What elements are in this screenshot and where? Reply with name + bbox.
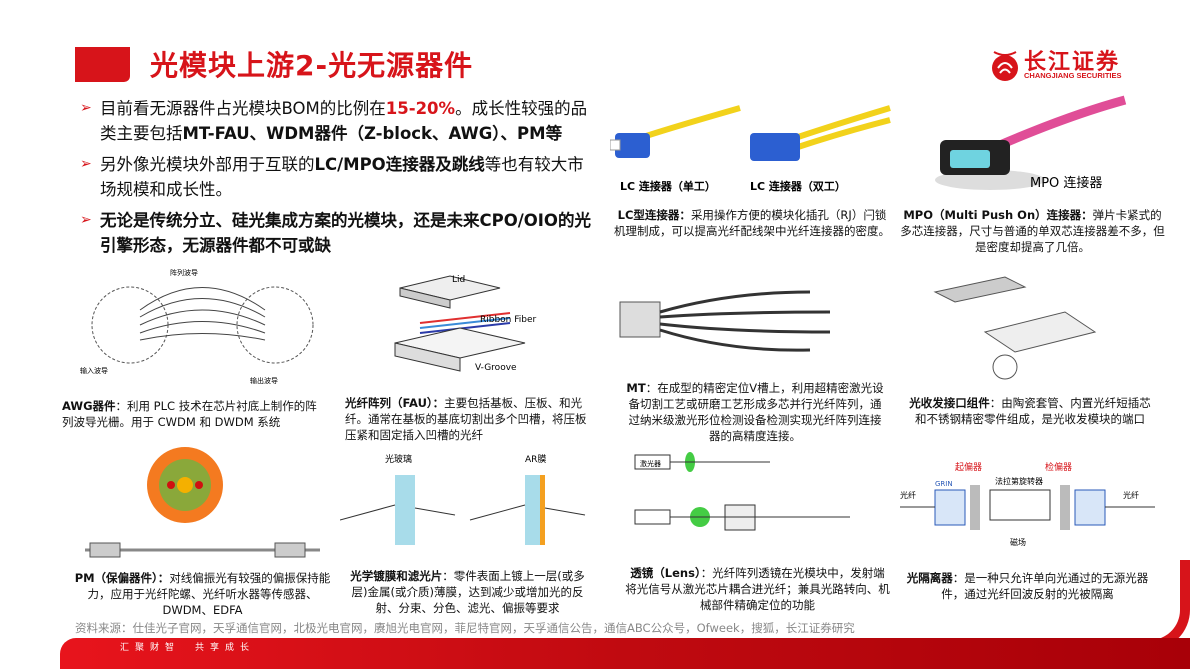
mpo-label: MPO 连接器 bbox=[1030, 175, 1102, 191]
bullet-text: 目前看无源器件占光模块BOM的比例在 bbox=[100, 99, 386, 118]
mt-caption: MT：在成型的精密定位V槽上，利用超精密激光设备切割工艺或研磨工艺形成多芯并行光… bbox=[626, 381, 884, 443]
awg-caption: AWG器件：利用 PLC 技术在芯片衬底上制作的阵列波导光栅。用于 CWDM 和… bbox=[62, 399, 317, 429]
svg-text:磁场: 磁场 bbox=[1010, 537, 1026, 547]
bullet-text: 15-20% bbox=[385, 99, 456, 118]
company-logo: 长江证券 CHANGJIANG SECURITIES bbox=[990, 44, 1130, 84]
svg-text:Lid: Lid bbox=[452, 275, 465, 285]
lc-duplex-label: LC 连接器（双工） bbox=[750, 179, 846, 193]
svg-text:V-Groove: V-Groove bbox=[475, 363, 517, 373]
svg-text:光玻璃: 光玻璃 bbox=[385, 453, 412, 465]
logo-emblem-icon bbox=[992, 51, 1018, 81]
fau-caption: 光纤阵列（FAU）：主要包括基板、压板、和光纤。通常在基板的基底切割出多个凹槽，… bbox=[345, 396, 587, 442]
logo-text: 长江证券 bbox=[1024, 50, 1121, 75]
bullet-list: 目前看无源器件占光模块BOM的比例在15-20%。成长性较强的品类主要包括MT-… bbox=[80, 96, 600, 264]
lens-diagram: 激光器 bbox=[634, 452, 850, 531]
svg-text:起偏器: 起偏器 bbox=[955, 461, 982, 473]
footer-curve bbox=[1150, 560, 1190, 650]
svg-text:Ribbon Fiber: Ribbon Fiber bbox=[480, 315, 537, 325]
svg-text:输入波导: 输入波导 bbox=[80, 366, 108, 375]
svg-text:AR膜: AR膜 bbox=[525, 454, 546, 465]
bullet-text: 无论是传统分立、硅光集成方案的光模块，还是未来CPO/OIO的光引擎形态，无源器… bbox=[100, 211, 591, 255]
bullet-text: 另外像光模块外部用于互联的 bbox=[100, 155, 315, 174]
footer-slogan-b: 共享成长 bbox=[195, 643, 256, 653]
svg-text:法拉第旋转器: 法拉第旋转器 bbox=[995, 476, 1043, 486]
bullet-text: MT-FAU、WDM器件（Z-block、AWG）、PM等 bbox=[182, 124, 563, 143]
bullet-text: 。成长性较强的品类主要包括 bbox=[100, 99, 588, 143]
page-title: 光模块上游2-光无源器件 bbox=[150, 49, 474, 82]
filter-caption: 光学镀膜和滤光片：零件表面上镀上一层(或多层)金属(或介质)薄膜，达到减少或增加… bbox=[350, 569, 585, 615]
lc-caption: LC型连接器：采用操作方便的模块化插孔（RJ）闩锁机理制成，可以提高光纤配线架中… bbox=[614, 208, 890, 238]
pm-diagram bbox=[85, 447, 320, 558]
lc-simplex-label: LC 连接器（单工） bbox=[620, 179, 716, 193]
lens-caption: 透镜（Lens）：光纤阵列透镜在光模块中，发射端将光信号从激光芯片耦合进光纤；兼… bbox=[625, 566, 890, 612]
bullet-text: 等也有较大市场规模和成长性。 bbox=[100, 155, 584, 199]
svg-text:光纤: 光纤 bbox=[1123, 490, 1139, 500]
svg-text:激光器: 激光器 bbox=[640, 459, 661, 468]
svg-text:GRIN: GRIN bbox=[935, 480, 953, 488]
footer-slogan-a: 汇聚财智 bbox=[120, 643, 181, 653]
source-note: 资料来源：仕佳光子官网，天孚通信官网，北极光电官网，赓旭光电官网，菲尼特官网，天… bbox=[75, 621, 855, 635]
mpo-caption: MPO（Multi Push On）连接器：弹片卡紧式的多芯连接器，尺寸与普通的… bbox=[900, 208, 1165, 254]
svg-text:检偏器: 检偏器 bbox=[1045, 461, 1072, 473]
title-accent-block bbox=[75, 47, 130, 82]
svg-text:阵列波导: 阵列波导 bbox=[170, 268, 198, 277]
svg-text:光纤: 光纤 bbox=[900, 490, 916, 500]
isolator-caption: 光隔离器：是一种只允许单向光通过的无源光器件，通过光纤回波反射的光被隔离 bbox=[906, 571, 1149, 601]
osa-caption: 光收发接口组件：由陶瓷套管、内置光纤短插芯和不锈钢精密零件组成，是光收发模块的端… bbox=[909, 396, 1151, 426]
logo-text-en: CHANGJIANG SECURITIES bbox=[1024, 71, 1122, 80]
pm-caption: PM（保偏器件）：对线偏振光有较强的偏振保持能力，应用于光纤陀螺、光纤听水器等传… bbox=[74, 571, 331, 617]
bullet-item: 无论是传统分立、硅光集成方案的光模块，还是未来CPO/OIO的光引擎形态，无源器… bbox=[80, 208, 600, 258]
mpo-connector-image: MPO 连接器 bbox=[935, 95, 1127, 191]
bullet-text: LC/MPO连接器及跳线 bbox=[314, 155, 485, 174]
mt-image bbox=[619, 290, 831, 352]
footer-band bbox=[60, 638, 1190, 669]
filter-diagram: 光玻璃 AR膜 bbox=[340, 453, 586, 545]
bullet-item: 另外像光模块外部用于互联的LC/MPO连接器及跳线等也有较大市场规模和成长性。 bbox=[80, 152, 600, 202]
svg-text:输出波导: 输出波导 bbox=[250, 376, 278, 385]
lc-connector-image: LC 连接器（单工） LC 连接器（双工） bbox=[610, 105, 891, 193]
bullet-item: 目前看无源器件占光模块BOM的比例在15-20%。成长性较强的品类主要包括MT-… bbox=[80, 96, 600, 146]
osa-image bbox=[933, 276, 1097, 380]
